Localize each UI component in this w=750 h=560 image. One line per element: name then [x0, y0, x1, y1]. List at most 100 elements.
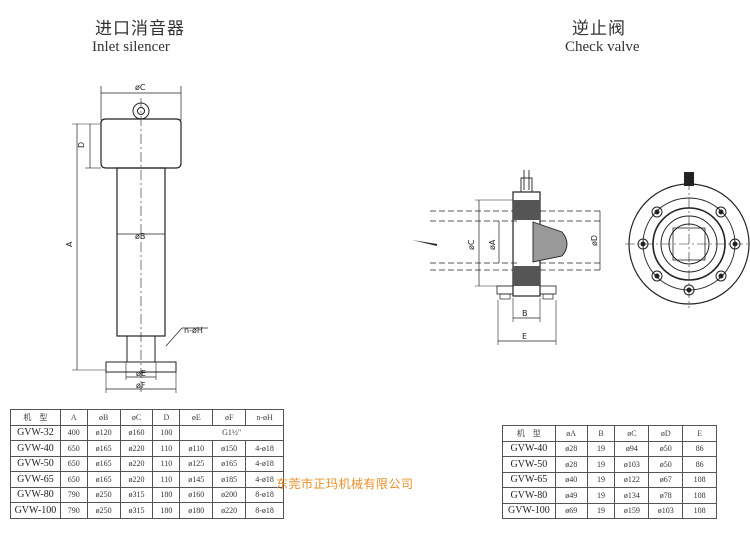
table-model-cell: GVW-32	[10, 424, 61, 441]
table-cell: 4-ø18	[245, 455, 284, 472]
table-cell: ø250	[86, 486, 121, 503]
check-valve-dim-e: E	[522, 332, 527, 341]
table-cell: ø50	[648, 440, 684, 457]
table-header-cell: A	[59, 409, 88, 426]
table-cell: ø165	[86, 471, 121, 488]
table-model-cell: GVW-80	[502, 487, 556, 504]
silencer-dim-a: A	[65, 241, 74, 247]
table-cell: ø78	[648, 487, 684, 504]
silencer-title-cn: 进口消音器	[95, 19, 185, 39]
check-valve-title-cn: 逆止阀	[572, 19, 626, 39]
table-cell: 110	[152, 471, 181, 488]
table-cell: ø185	[212, 471, 247, 488]
table-cell: ø165	[86, 455, 121, 472]
table-cell: ø50	[648, 456, 684, 473]
table-cell: 108	[682, 487, 717, 504]
table-cell: 650	[59, 440, 88, 457]
company-watermark: 东莞市正玛机械有限公司	[276, 477, 414, 491]
table-cell: ø220	[212, 502, 247, 519]
table-cell: 19	[586, 456, 616, 473]
table-cell: 180	[152, 502, 181, 519]
table-cell: ø220	[119, 440, 154, 457]
table-cell: ø315	[119, 486, 154, 503]
check-valve-dim-a: øA	[488, 239, 497, 250]
silencer-dim-nh: n-øH	[184, 326, 203, 335]
table-header-cell: øB	[86, 409, 121, 426]
table-cell: ø220	[119, 455, 154, 472]
table-header-cell: 机 型	[10, 409, 61, 426]
silencer-dim-b: øB	[135, 232, 145, 241]
table-model-cell: GVW-40	[502, 440, 556, 457]
table-cell: 8-ø18	[245, 502, 284, 519]
table-cell: 108	[682, 471, 717, 488]
table-cell: 400	[59, 424, 88, 441]
table-cell: 650	[59, 471, 88, 488]
table-cell: 110	[152, 455, 181, 472]
table-cell: ø134	[614, 487, 650, 504]
table-cell: 4-ø18	[245, 440, 284, 457]
silencer-title-en: Inlet silencer	[92, 39, 170, 55]
table-cell: 650	[59, 455, 88, 472]
table-cell: ø110	[179, 440, 214, 457]
check-valve-front-view	[625, 172, 750, 308]
table-header-cell: B	[586, 425, 616, 442]
check-valve-title-en: Check valve	[565, 39, 640, 55]
table-cell: 19	[586, 502, 616, 519]
table-header-cell: n-øH	[245, 409, 284, 426]
check-valve-dim-d: øD	[590, 235, 599, 246]
silencer-dim-e: øE	[136, 369, 146, 378]
table-cell: 180	[152, 486, 181, 503]
table-header-cell: D	[152, 409, 181, 426]
table-cell: ø122	[614, 471, 650, 488]
table-model-cell: GVW-65	[10, 471, 61, 488]
table-cell: ø28	[554, 440, 588, 457]
table-cell: ø160	[119, 424, 154, 441]
table-cell: 86	[682, 440, 717, 457]
table-model-cell: GVW-80	[10, 486, 61, 503]
table-model-cell: GVW-50	[502, 456, 556, 473]
check-valve-dim-c: øC	[467, 239, 476, 250]
table-cell: ø315	[119, 502, 154, 519]
check-valve-side-view	[412, 170, 601, 345]
table-model-cell: GVW-100	[10, 502, 61, 519]
table-cell: 108	[682, 502, 717, 519]
table-header-cell: øC	[614, 425, 650, 442]
table-cell: G1½"	[179, 424, 284, 441]
table-model-cell: GVW-50	[10, 455, 61, 472]
table-cell: 19	[586, 471, 616, 488]
table-cell: ø160	[179, 486, 214, 503]
table-cell: 19	[586, 440, 616, 457]
table-model-cell: GVW-65	[502, 471, 556, 488]
table-header-cell: E	[682, 425, 717, 442]
table-header-cell: øD	[648, 425, 684, 442]
table-cell: ø125	[179, 455, 214, 472]
table-cell: 19	[586, 487, 616, 504]
check-valve-dim-b: B	[522, 309, 528, 318]
table-cell: ø250	[86, 502, 121, 519]
table-cell: ø145	[179, 471, 214, 488]
table-header-cell: øA	[554, 425, 588, 442]
table-header-cell: øF	[212, 409, 247, 426]
table-cell: ø103	[614, 456, 650, 473]
table-cell: 86	[682, 456, 717, 473]
table-cell: ø165	[212, 455, 247, 472]
silencer-dim-d: D	[77, 142, 86, 148]
